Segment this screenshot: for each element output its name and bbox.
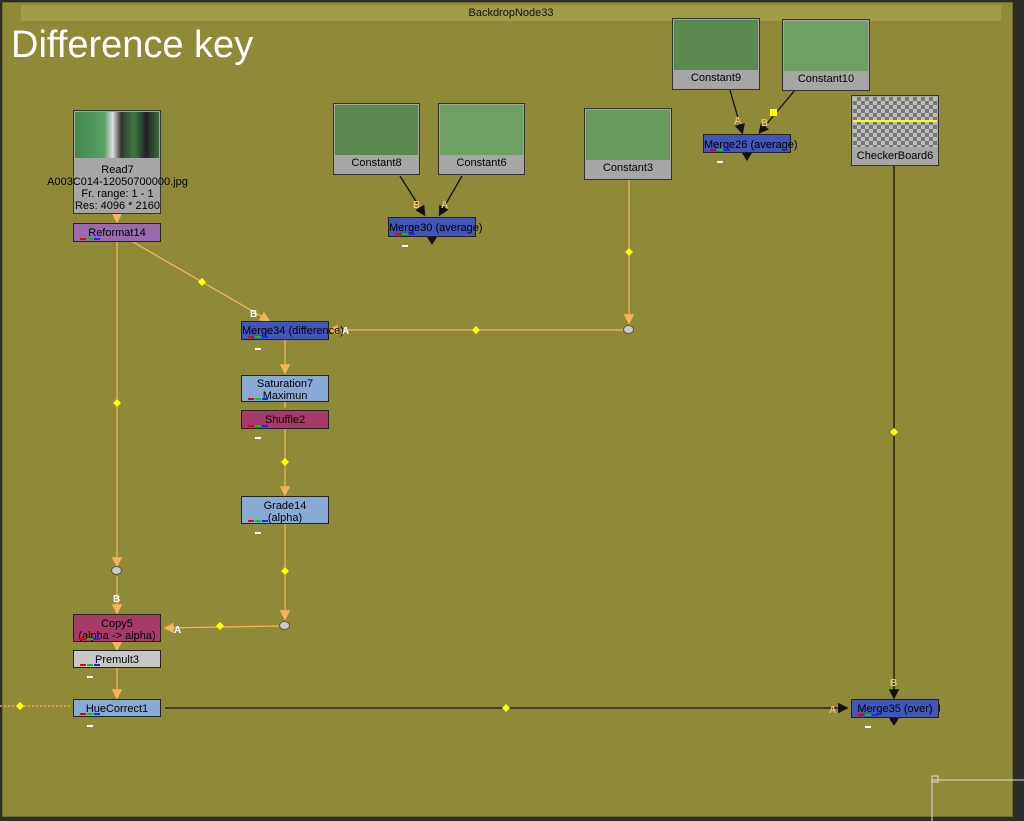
checkerboard6-label: CheckerBoard6	[856, 150, 934, 162]
node-grade14[interactable]: Grade14 (alpha)	[241, 496, 329, 534]
grade14-sub: (alpha)	[267, 512, 303, 524]
node-huecorrect1[interactable]: HueCorrect1	[73, 699, 161, 727]
node-constant10[interactable]: Constant10	[782, 19, 870, 91]
node-merge34[interactable]: Merge34 (difference)	[241, 321, 344, 350]
merge34-label: Merge34 (difference)	[242, 325, 344, 337]
elbow-dot-icon[interactable]	[111, 566, 122, 575]
channel-chips-icon	[707, 149, 733, 163]
read7-res: Res: 4096 * 2160	[74, 200, 160, 212]
read7-file: A003C014-12050700000.jpg	[47, 176, 188, 188]
channel-chips-icon	[855, 714, 881, 728]
channel-chips-icon	[77, 664, 103, 678]
channel-chips-icon	[77, 713, 103, 727]
copy5-label: Copy5	[101, 618, 133, 630]
backdrop-title[interactable]: BackdropNode33	[21, 5, 1001, 21]
backdrop-label: Difference key	[11, 24, 254, 66]
input-b-label: B	[250, 309, 258, 320]
input-b-label: B	[113, 594, 121, 605]
merge35-label: Merge35 (over)	[857, 703, 933, 715]
node-read7[interactable]	[73, 110, 161, 214]
constant3-label: Constant3	[602, 162, 654, 174]
constant10-label: Constant10	[797, 73, 855, 85]
node-saturation7[interactable]: Saturation7 Maximun	[241, 375, 329, 412]
channel-chips-icon	[245, 425, 271, 439]
channel-chips-icon	[77, 638, 103, 652]
node-merge26[interactable]: Merge26 (average)	[703, 134, 798, 163]
node-constant6[interactable]: Constant6	[438, 103, 525, 175]
merge30-label: Merge30 (average)	[389, 222, 483, 234]
input-b-label: B	[890, 678, 898, 689]
constant9-label: Constant9	[690, 72, 742, 84]
input-a-label: A	[734, 116, 742, 127]
channel-chips-icon	[392, 233, 418, 247]
wire-dots	[16, 109, 898, 712]
read7-range: Fr. range: 1 - 1	[81, 188, 154, 200]
node-shuffle2[interactable]: Shuffle2	[241, 410, 329, 439]
constant6-label: Constant6	[456, 157, 507, 169]
node-merge35[interactable]: Merge35 (over)	[851, 699, 939, 728]
read-thumbnail	[75, 112, 159, 158]
node-checkerboard6[interactable]: CheckerBoard6	[851, 95, 939, 166]
node-constant3[interactable]: Constant3	[584, 108, 672, 180]
input-b-label: B	[413, 200, 421, 211]
read7-info: Read7 A003C014-12050700000.jpg Fr. range…	[40, 164, 195, 212]
node-copy5[interactable]: Copy5 (alpha -> alpha)	[73, 614, 161, 652]
elbow-dot-icon[interactable]	[279, 621, 290, 630]
elbow-dot-icon[interactable]	[623, 325, 634, 334]
channel-chips-icon	[77, 238, 103, 240]
input-a-label: A	[342, 326, 350, 337]
copy5-sub: (alpha -> alpha)	[78, 630, 156, 642]
channel-chips-icon	[245, 336, 271, 350]
input-a-label: A	[174, 625, 182, 636]
input-a-label: A	[829, 705, 837, 716]
merge26-label: Merge26 (average)	[704, 139, 798, 151]
node-premult3[interactable]: Premult3	[73, 650, 161, 678]
node-constant9[interactable]: Constant9	[672, 18, 760, 90]
channel-chips-icon	[245, 398, 271, 412]
saturation7-sub: Maximun	[262, 390, 308, 402]
input-a-label: A	[441, 200, 449, 211]
huecorrect1-label: HueCorrect1	[85, 703, 149, 715]
constant8-label: Constant8	[351, 157, 402, 169]
saturation7-label: Saturation7	[256, 378, 314, 390]
node-merge30[interactable]: Merge30 (average)	[388, 217, 483, 247]
node-reformat14[interactable]: Reformat14	[73, 223, 161, 242]
input-b-label: B	[761, 118, 769, 129]
node-constant8[interactable]: Constant8	[333, 103, 420, 175]
premult3-label: Premult3	[94, 654, 140, 666]
channel-chips-icon	[245, 520, 271, 534]
read7-label: Read7	[101, 164, 134, 176]
grade14-label: Grade14	[263, 500, 307, 512]
shuffle2-label: Shuffle2	[264, 414, 306, 426]
reformat14-label: Reformat14	[88, 227, 146, 239]
